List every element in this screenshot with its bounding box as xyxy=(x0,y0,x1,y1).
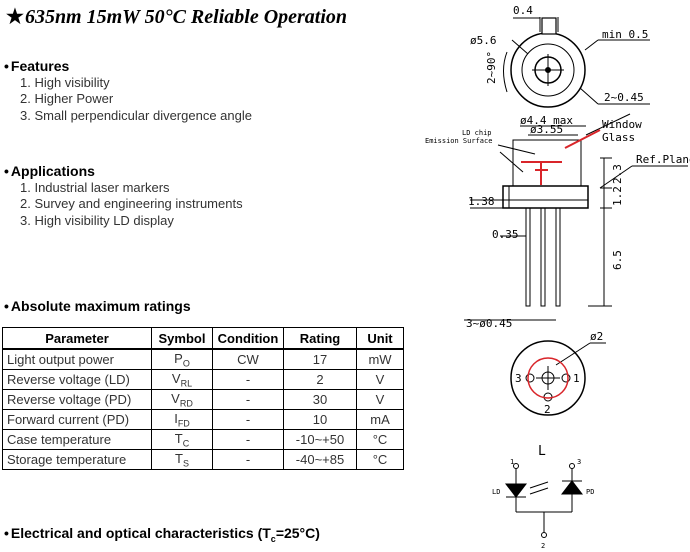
bullet-icon: • xyxy=(4,525,9,541)
col-condition: Condition xyxy=(212,327,284,350)
cell-parameter: Light output power xyxy=(2,348,152,370)
table-row: Reverse voltage (PD) VRD - 30 V xyxy=(2,389,404,410)
ref-plane-label: Ref.Plane xyxy=(636,153,690,166)
schematic-pin-3: 3 xyxy=(577,458,581,466)
table-row: Storage temperature TS - -40~+85 °C xyxy=(2,449,404,470)
col-parameter: Parameter xyxy=(2,327,152,350)
features-heading-text: Features xyxy=(10,58,70,74)
title-text: 635nm 15mW 50°C Reliable Operation xyxy=(24,6,348,28)
cell-parameter: Reverse voltage (LD) xyxy=(2,369,152,390)
schematic-pin-2: 2 xyxy=(541,542,545,550)
col-unit: Unit xyxy=(356,327,404,350)
list-item: 2. Higher Power xyxy=(20,91,114,107)
schematic-pin-1: 1 xyxy=(510,458,514,466)
cell-parameter: Storage temperature xyxy=(2,449,152,470)
cell-parameter: Reverse voltage (PD) xyxy=(2,389,152,410)
dim-2-0-45: 2~0.45 xyxy=(604,91,644,104)
emission-label: Emission Surface xyxy=(425,137,492,145)
bullet-icon: • xyxy=(4,58,9,74)
glass-label: Glass xyxy=(602,131,635,144)
table-row: Forward current (PD) IFD - 10 mA xyxy=(2,409,404,430)
list-item: 3. High visibility LD display xyxy=(20,212,174,228)
list-item: 3. Small perpendicular divergence angle xyxy=(20,107,252,123)
applications-heading: •Applications xyxy=(4,163,95,179)
dim-2-3: 2.3 xyxy=(611,164,624,184)
cell-rating: -40~+85 xyxy=(283,449,357,470)
schematic xyxy=(504,463,584,538)
ld-chip-label: LD chip xyxy=(462,129,492,137)
col-symbol: Symbol xyxy=(151,327,213,350)
features-list: 1. High visibility 2. Higher Power 3. Sm… xyxy=(20,75,252,124)
dim-6-5: 6.5 xyxy=(611,250,624,270)
cell-symbol: VRL xyxy=(151,369,213,390)
cell-symbol: IFD xyxy=(151,409,213,430)
ratings-table: Parameter Symbol Condition Rating Unit L… xyxy=(2,327,404,470)
table-row: Reverse voltage (LD) VRL - 2 V xyxy=(2,369,404,390)
list-item: 1. High visibility xyxy=(20,75,110,90)
top-view xyxy=(503,17,650,108)
ld-chip xyxy=(521,129,601,185)
list-item: 1. Industrial laser markers xyxy=(20,180,170,195)
dim-0-4: 0.4 xyxy=(513,4,533,17)
bottom-view xyxy=(510,340,606,416)
window-label: Window xyxy=(602,118,642,131)
applications-heading-text: Applications xyxy=(10,163,95,179)
cell-unit: mW xyxy=(356,348,404,370)
ratings-heading-text: Absolute maximum ratings xyxy=(10,298,191,314)
schematic-l-label: L xyxy=(538,444,546,459)
pin-2-label: 2 xyxy=(544,403,551,416)
star-icon: ★ xyxy=(6,6,24,28)
cell-unit: °C xyxy=(356,449,404,470)
pin-1-label: 1 xyxy=(573,372,580,385)
dim-d3-55: ø3.55 xyxy=(530,123,563,136)
cell-rating: -10~+50 xyxy=(283,429,357,450)
table-header-row: Parameter Symbol Condition Rating Unit xyxy=(2,327,404,350)
bottom-view-red xyxy=(527,357,569,399)
dim-d5-6: ø5.6 xyxy=(470,34,497,47)
dim-1-2: 1.2 xyxy=(611,186,624,206)
dim-3-d0-45: 3~ø0.45 xyxy=(466,317,512,330)
dim-angle: 2~90° xyxy=(485,51,498,84)
features-heading: •Features xyxy=(4,58,69,74)
bullet-icon: • xyxy=(4,298,9,314)
list-item: 2. Survey and engineering instruments xyxy=(20,196,243,212)
pd-label: PD xyxy=(586,488,594,496)
dim-0-35: 0.35 xyxy=(492,228,519,241)
page-title: ★635nm 15mW 50°C Reliable Operation xyxy=(6,4,347,29)
ld-label: LD xyxy=(492,488,500,496)
dim-min-0-5: min 0.5 xyxy=(602,28,648,41)
dim-d2: ø2 xyxy=(590,330,603,343)
col-rating: Rating xyxy=(283,327,357,350)
electrical-heading: •Electrical and optical characteristics … xyxy=(4,525,320,544)
dim-d4-4: ø4.4 max xyxy=(520,114,573,127)
dim-1-38: 1.38 xyxy=(468,195,495,208)
side-view xyxy=(464,113,688,321)
ratings-heading: •Absolute maximum ratings xyxy=(4,298,191,314)
applications-list: 1. Industrial laser markers 2. Survey an… xyxy=(20,180,243,229)
bullet-icon: • xyxy=(4,163,9,179)
pin-3-label: 3 xyxy=(515,372,522,385)
